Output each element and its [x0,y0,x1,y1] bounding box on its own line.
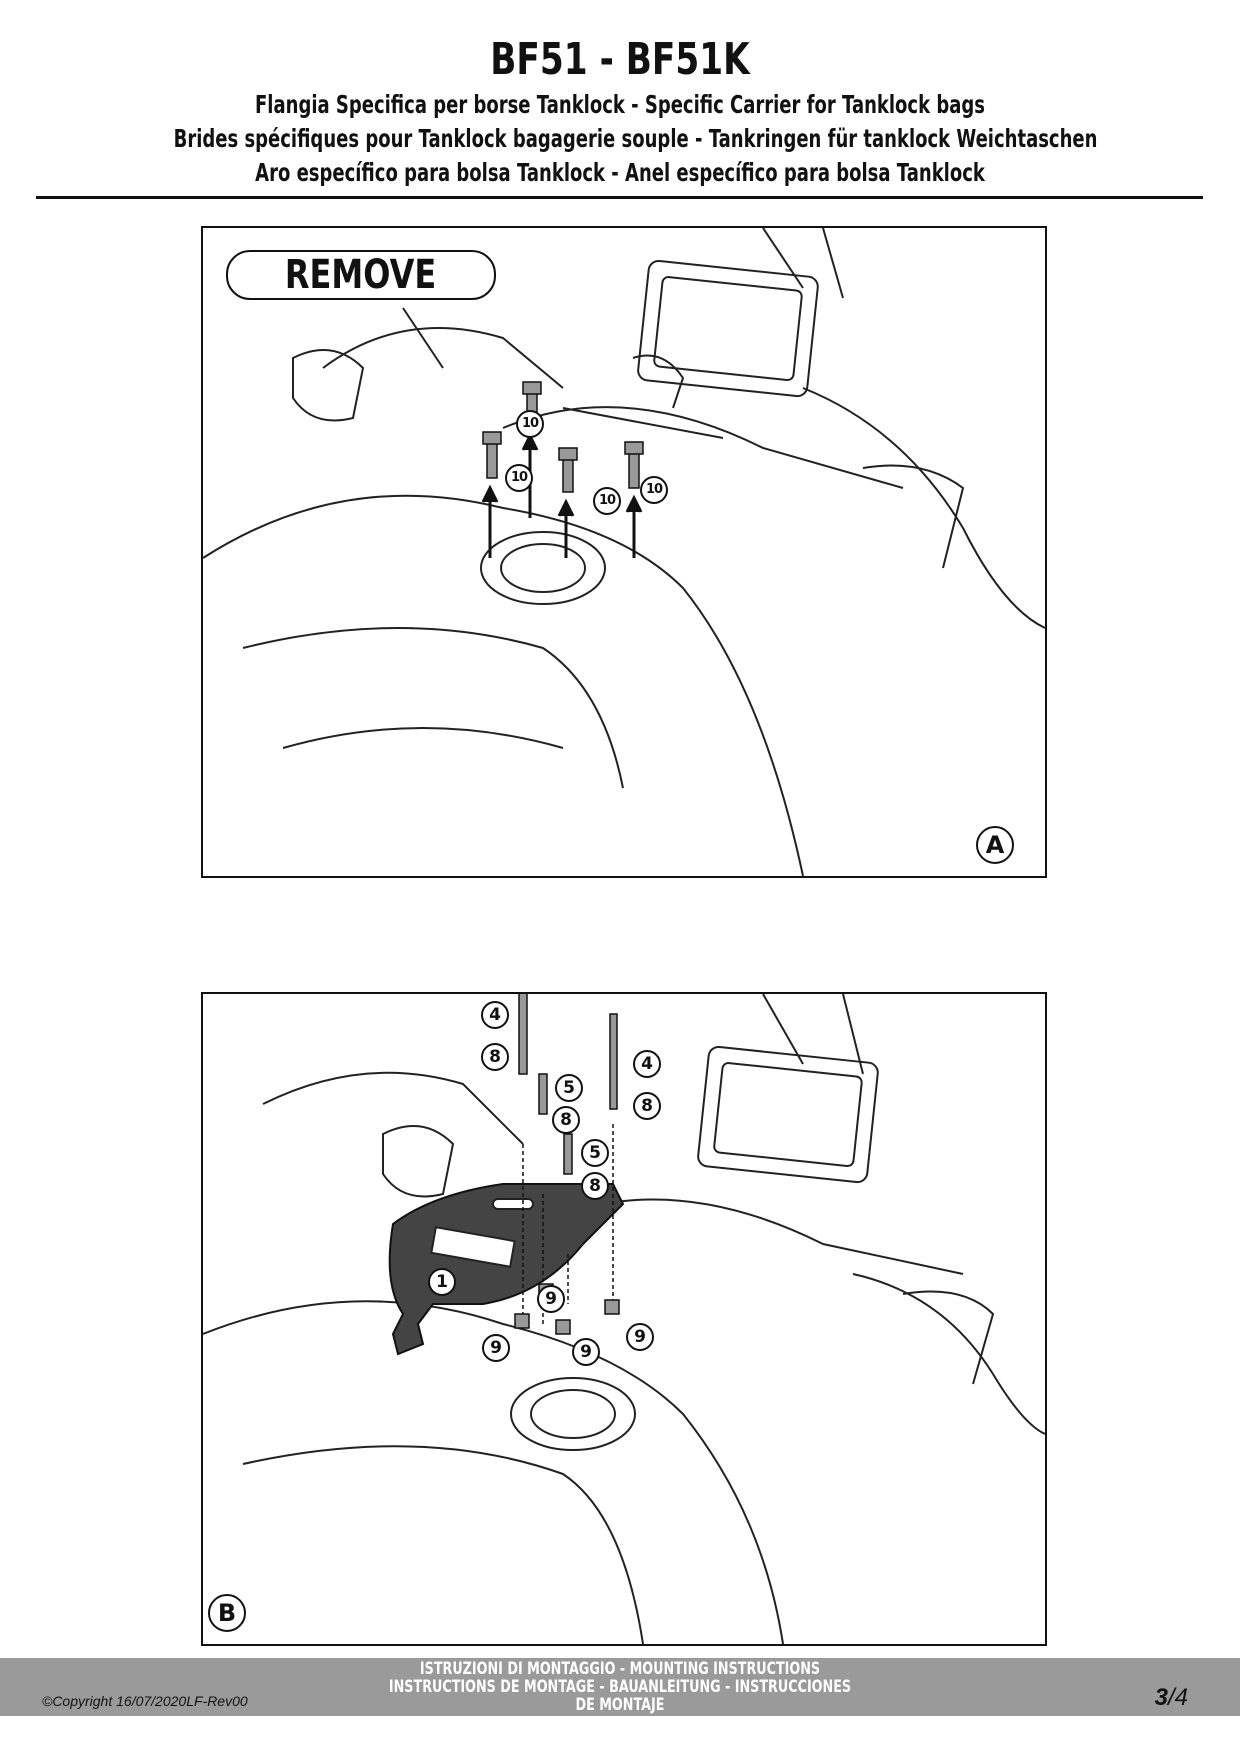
subtitle-spanish-portuguese: Aro específico para bolsa Tanklock - Ane… [255,158,985,187]
panel-a-illustration [201,226,1047,878]
subtitle-french-german: Brides spécifiques pour Tanklock bagager… [173,124,1098,153]
header-divider [36,196,1203,199]
footer-bar: ISTRUZIONI DI MONTAGGIO - MOUNTING INSTR… [0,1658,1240,1716]
page-total: /4 [1167,1684,1188,1711]
callout-part-9: 9 [537,1285,565,1313]
remove-label: REMOVE [226,250,496,300]
callout-part-5: 5 [555,1074,583,1102]
subtitle-italian-english: Flangia Specifica per borse Tanklock - S… [255,90,985,119]
callout-part-8: 8 [552,1106,580,1134]
page-number: 3/4 [1155,1684,1188,1712]
motorcycle-tank-drawing-a [203,228,1045,876]
panel-a-label: A [976,826,1014,864]
callout-part-8: 8 [481,1043,509,1071]
panel-b-label: B [208,1594,246,1632]
instructions-line: INSTRUCTIONS DE MONTAGE - BAUANLEITUNG -… [388,1677,852,1697]
callout-part-10: 10 [640,476,668,504]
callout-part-1: 1 [428,1268,456,1296]
instructions-line: DE MONTAJE [575,1695,665,1715]
motorcycle-tank-drawing-b [203,994,1045,1644]
instructions-line: ISTRUZIONI DI MONTAGGIO - MOUNTING INSTR… [419,1659,821,1679]
callout-part-9: 9 [626,1323,654,1351]
copyright-text: ©Copyright 16/07/2020LF-Rev00 [42,1693,248,1709]
callout-part-10: 10 [516,410,544,438]
callout-part-5: 5 [581,1139,609,1167]
callout-part-8: 8 [581,1172,609,1200]
callout-part-8: 8 [633,1092,661,1120]
callout-part-4: 4 [481,1001,509,1029]
callout-part-9: 9 [572,1338,600,1366]
callout-part-10: 10 [593,487,621,515]
page-current: 3 [1154,1684,1168,1711]
footer-instructions: ISTRUZIONI DI MONTAGGIO - MOUNTING INSTR… [155,1660,1085,1714]
document-title: BF51 - BF51K [490,34,750,85]
panel-b-illustration [201,992,1047,1646]
callout-part-4: 4 [633,1050,661,1078]
callout-part-10: 10 [505,464,533,492]
callout-part-9: 9 [482,1334,510,1362]
